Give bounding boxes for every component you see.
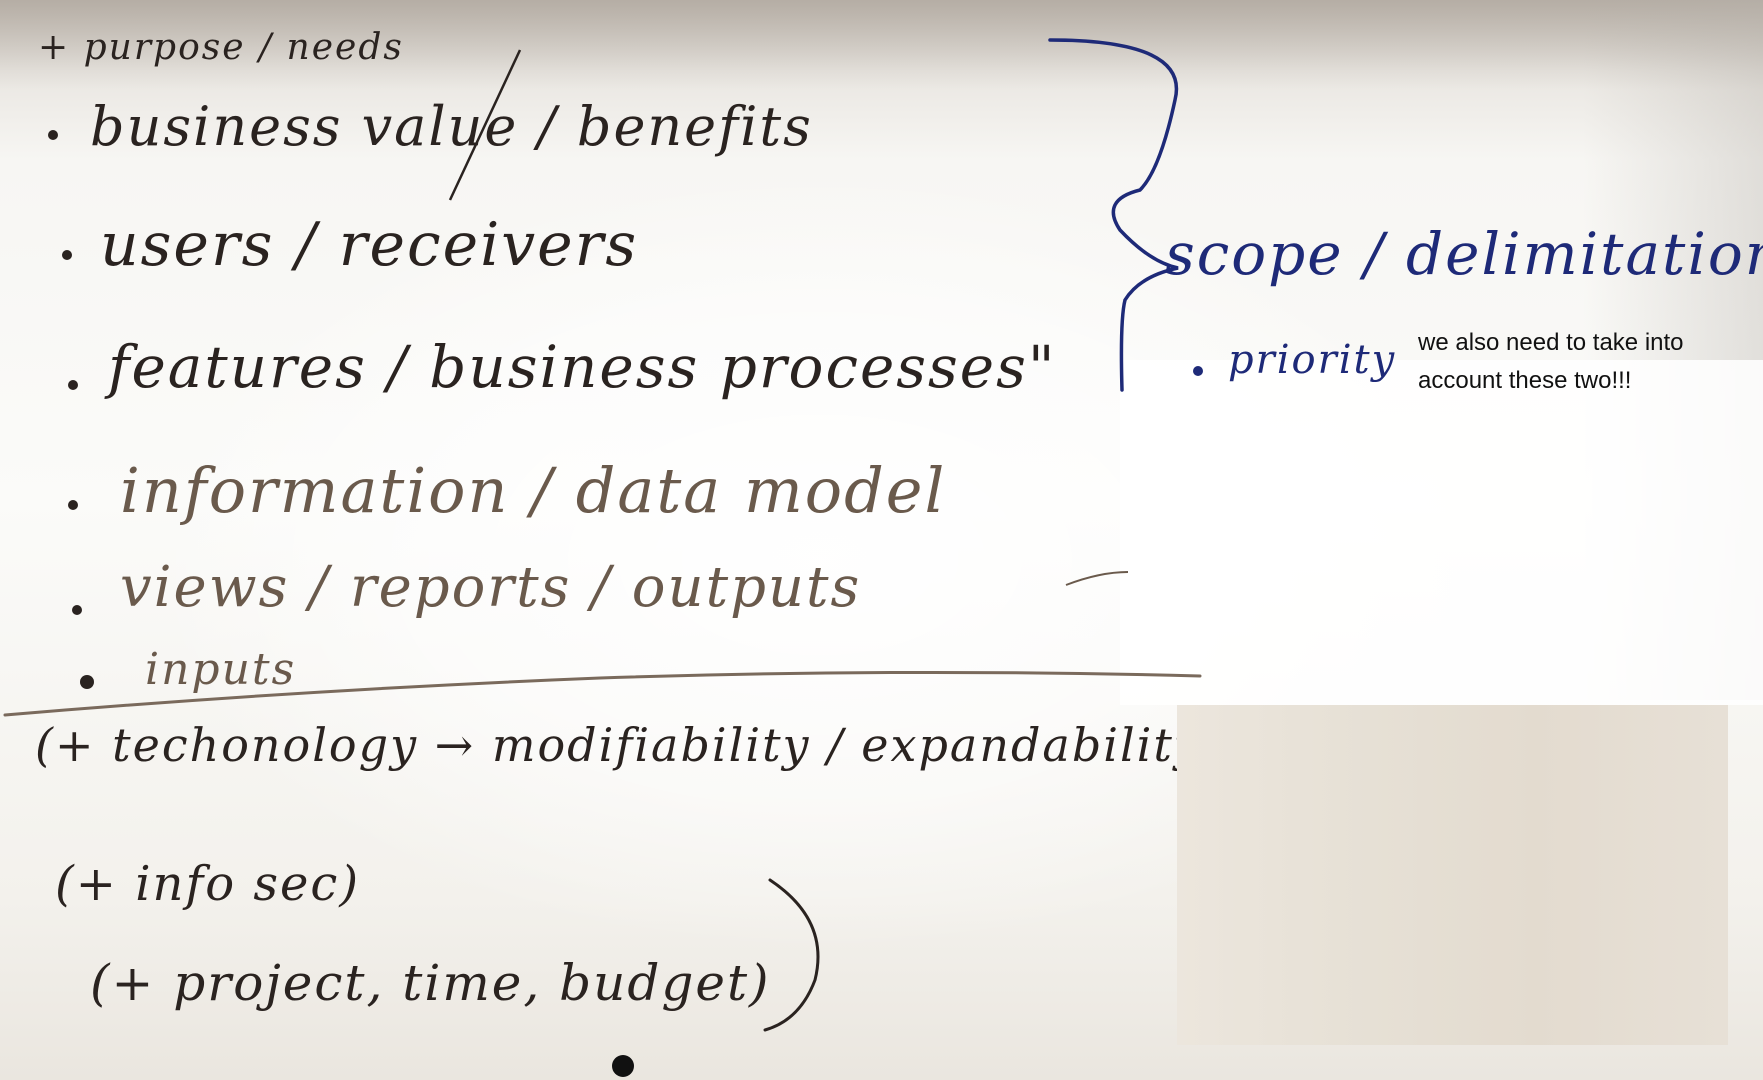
bullet-dot bbox=[68, 380, 78, 390]
closing-paren bbox=[763, 878, 820, 1032]
annotation-note: we also need to take into account these … bbox=[1418, 329, 1684, 394]
item-views-reports-outputs: views / reports / outputs bbox=[120, 555, 862, 620]
item-features-processes: features / business processes" bbox=[108, 333, 1057, 401]
item-inputs: inputs bbox=[145, 644, 297, 695]
scope-brace bbox=[1048, 38, 1179, 392]
scope-priority: priority bbox=[1228, 337, 1397, 383]
bullet-dot bbox=[80, 675, 94, 689]
item-users-receivers: users / receivers bbox=[100, 210, 639, 280]
header-purpose-needs: + purpose / needs bbox=[38, 27, 404, 68]
extra-project-time-budget: (+ project, time, budget) bbox=[90, 954, 771, 1012]
item-business-value: business value / benefits bbox=[90, 95, 813, 158]
bullet-dot bbox=[62, 250, 72, 260]
separator-line bbox=[3, 670, 1202, 717]
blank-highlight bbox=[1120, 360, 1763, 705]
bullet-dot bbox=[1193, 366, 1203, 376]
bullet-dot bbox=[72, 605, 82, 615]
scope-brace-tail bbox=[1065, 571, 1129, 586]
bullet-dot bbox=[48, 130, 58, 140]
slash bbox=[448, 49, 522, 201]
top-shadow bbox=[0, 0, 1763, 90]
item-information-data-model: information / data model bbox=[120, 454, 947, 527]
pasted-rectangle bbox=[1177, 705, 1728, 1045]
marker-dot bbox=[612, 1055, 634, 1077]
bullet-dot bbox=[68, 500, 78, 510]
extra-info-sec: (+ info sec) bbox=[55, 856, 361, 912]
extra-technology: (+ techonology → modifiability / expanda… bbox=[35, 718, 1222, 772]
scope-delimitation: scope / delimitation bbox=[1165, 220, 1763, 288]
